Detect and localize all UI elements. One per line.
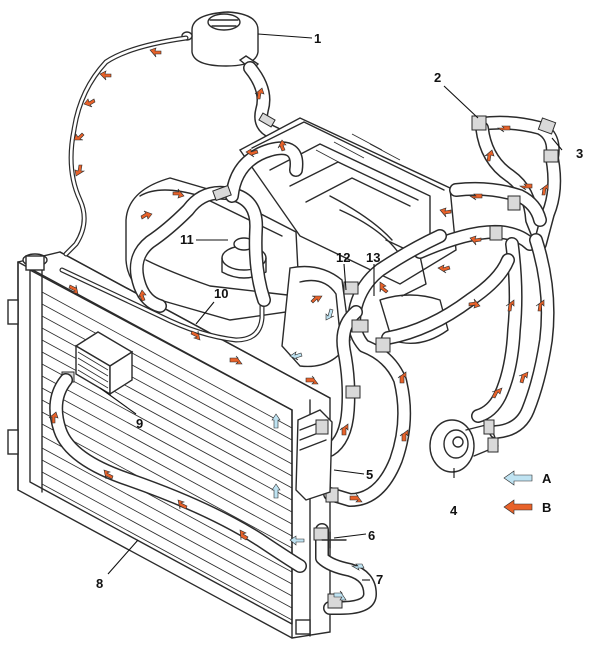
- pump-hoses: [471, 233, 555, 439]
- callout-1: 1: [314, 31, 321, 46]
- radiator-fins: [41, 291, 293, 621]
- cold-flow-arrows: [271, 308, 365, 601]
- hose-10: [59, 267, 265, 343]
- callout-7: 7: [376, 572, 383, 587]
- callout-12: 12: [336, 250, 350, 265]
- legend-b: B: [503, 499, 551, 515]
- lower-hoses: [323, 229, 515, 507]
- callout-2: 2: [434, 70, 441, 85]
- callout-5: 5: [366, 467, 373, 482]
- overflow-pipe: [63, 35, 189, 257]
- legend: A B: [503, 470, 552, 515]
- upper-hose: [129, 141, 304, 313]
- callout-13: 13: [366, 250, 380, 265]
- callout-10: 10: [214, 286, 228, 301]
- callout-leaders: [99, 33, 563, 581]
- legend-b-arrow: [503, 499, 533, 515]
- bottom-hose: [49, 373, 307, 573]
- callout-8: 8: [96, 576, 103, 591]
- hot-flow-arrows: [48, 47, 549, 541]
- callout-labels: 1 2 3 4 5 6 7 8 9 10 11 12 13: [96, 31, 583, 591]
- callout-9: 9: [136, 416, 143, 431]
- callout-4: 4: [450, 503, 458, 518]
- legend-a: A: [503, 470, 552, 486]
- callout-3: 3: [576, 146, 583, 161]
- heater-hoses: [413, 115, 562, 259]
- radiator-outlet: [313, 523, 377, 615]
- expansion-tank: [181, 11, 260, 71]
- auxiliary-pump: [429, 419, 499, 473]
- callout-11: 11: [180, 232, 194, 247]
- legend-a-arrow: [503, 470, 533, 486]
- legend-b-label: B: [542, 500, 551, 515]
- callout-6: 6: [368, 528, 375, 543]
- thermostat-housing: [295, 409, 333, 501]
- legend-a-label: A: [542, 471, 552, 486]
